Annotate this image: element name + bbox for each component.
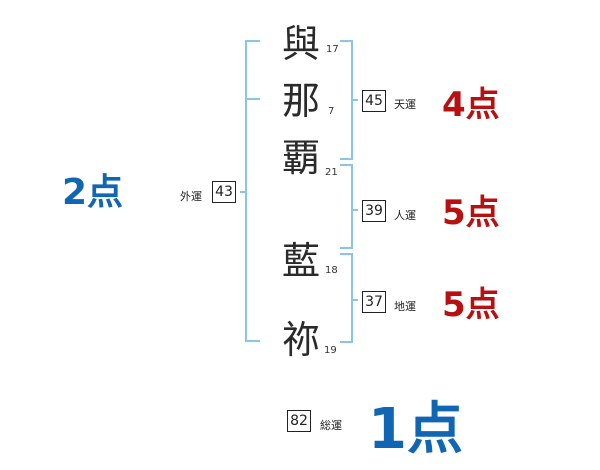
jin-score: 5点 (442, 193, 500, 233)
name-char-3: 覇 (282, 136, 321, 180)
chi-score: 5点 (442, 285, 500, 325)
so-label: 総運 (320, 419, 342, 432)
ten-label: 天運 (394, 98, 416, 111)
gai-label: 外運 (180, 190, 202, 203)
name-char-1: 與 (282, 22, 321, 66)
ten-value-box: 45 (362, 90, 386, 112)
ten-score: 4点 (442, 85, 500, 125)
stroke-count-3: 21 (325, 167, 338, 178)
outer-bracket (245, 40, 260, 342)
name-char-4: 藍 (282, 239, 321, 283)
chi-value-box: 37 (362, 291, 386, 313)
so-value-box: 82 (287, 410, 311, 432)
stroke-count-2: 7 (328, 106, 335, 117)
name-char-5: 祢 (282, 318, 321, 362)
stroke-count-1: 17 (326, 44, 339, 55)
ten-bracket (340, 40, 353, 160)
gai-value-box: 43 (212, 181, 236, 203)
stroke-count-5: 19 (324, 345, 337, 356)
gai-score: 2点 (62, 172, 124, 213)
jin-bracket (340, 164, 353, 249)
name-char-2: 那 (282, 79, 321, 123)
so-score: 1点 (368, 397, 463, 462)
jin-value-box: 39 (362, 200, 386, 222)
chi-bracket (340, 253, 353, 343)
jin-label: 人運 (394, 209, 416, 222)
stroke-count-4: 18 (325, 265, 338, 276)
chi-label: 地運 (394, 300, 416, 313)
